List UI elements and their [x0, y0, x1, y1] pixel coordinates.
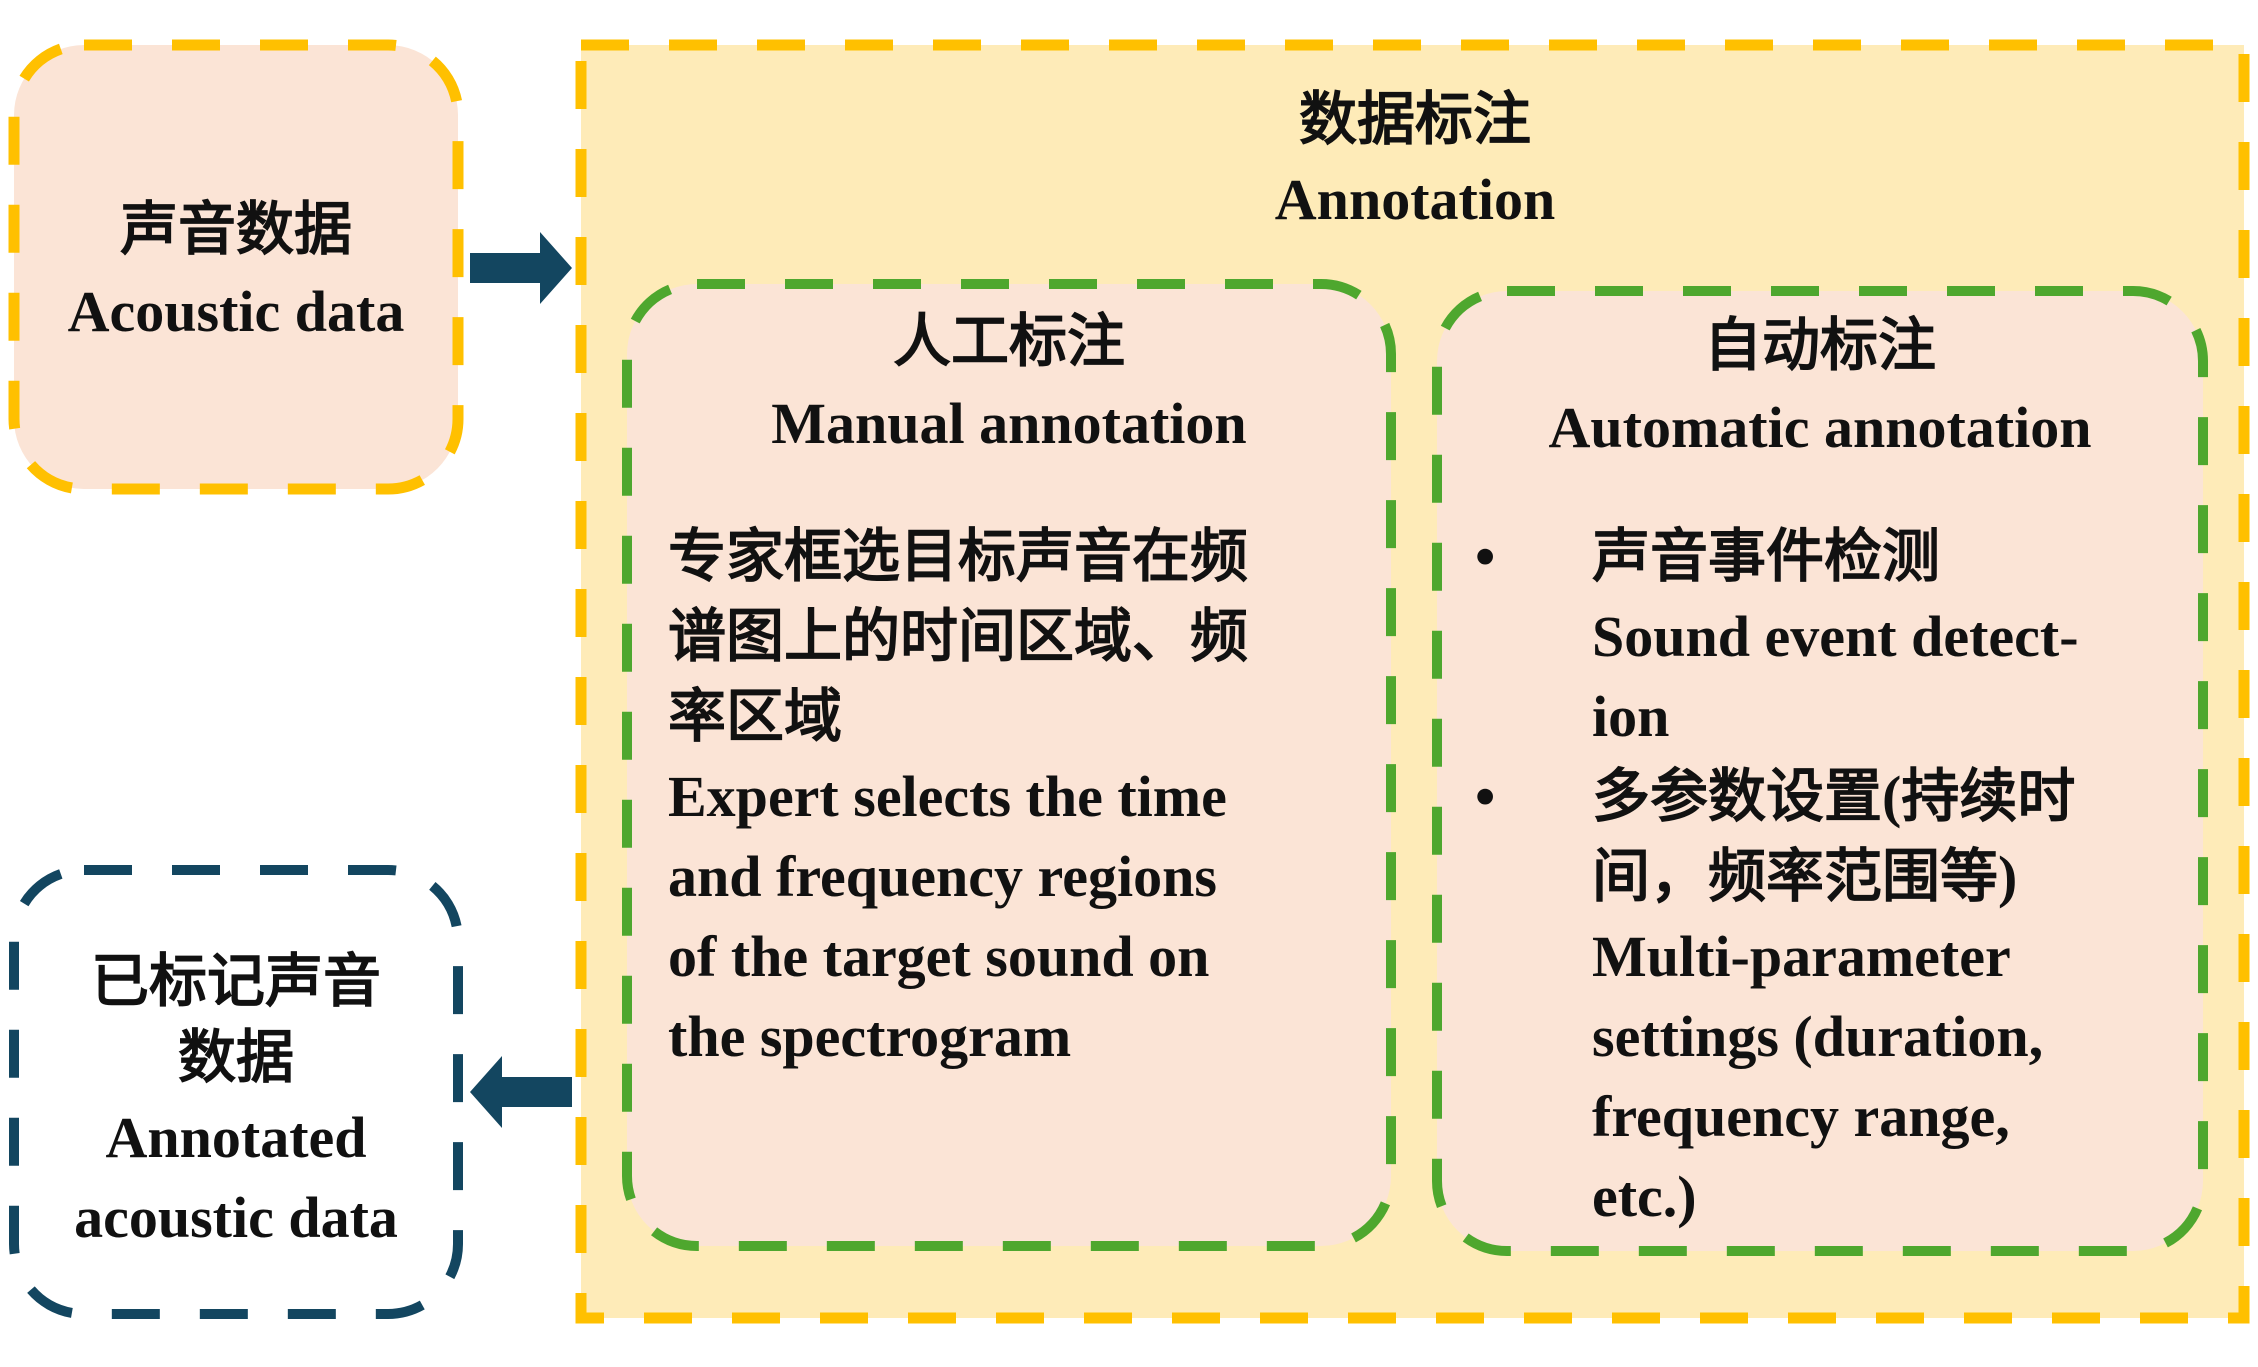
auto-item2-line: Multi-parameter — [1592, 924, 2011, 989]
manual-desc-en-line: the spectrogram — [668, 1004, 1072, 1069]
output-box — [9, 865, 463, 1319]
manual-desc-en-line: Expert selects the time — [668, 764, 1227, 829]
auto-item1-line: Sound event detect- — [1592, 604, 2079, 669]
bullet-icon: • — [1475, 524, 1496, 589]
source-box — [8, 39, 464, 495]
bullet-icon: • — [1475, 764, 1496, 829]
output-title-zh-line: 已标记声音 — [90, 949, 381, 1014]
manual-annotation-box — [622, 279, 1396, 1251]
manual-desc-zh-line: 率区域 — [668, 684, 843, 749]
manual-desc-zh-line: 专家框选目标声音在频 — [668, 524, 1249, 589]
annotation-title-en: Annotation — [1274, 167, 1556, 232]
manual-description: 专家框选目标声音在频 谱图上的时间区域、频 率区域 Expert selects… — [668, 517, 1248, 1077]
auto-item2-line: settings (duration, — [1592, 1004, 2044, 1069]
manual-title-zh: 人工标注 — [892, 309, 1125, 374]
automatic-title-en: Automatic annotation — [1548, 395, 2092, 460]
output-title-en-line: Annotated — [105, 1105, 367, 1170]
manual-desc-en-line: of the target sound on — [668, 924, 1210, 989]
manual-desc-en-line: and frequency regions — [668, 844, 1217, 909]
manual-desc-zh-line: 谱图上的时间区域、频 — [668, 604, 1249, 669]
arrow-right-icon — [470, 232, 572, 304]
auto-item2-line: frequency range, — [1592, 1084, 2010, 1149]
annotation-title-zh: 数据标注 — [1298, 87, 1531, 152]
auto-item2-line: 间，频率范围等) — [1592, 844, 2018, 909]
output-title-en-line: acoustic data — [74, 1185, 398, 1250]
automatic-items: 声音事件检测 Sound event detect- ion 多参数设置(持续时… — [1592, 517, 2079, 1237]
output-title-zh-line: 数据 — [177, 1025, 294, 1090]
manual-title-en: Manual annotation — [771, 391, 1247, 456]
auto-item2-line: 多参数设置(持续时 — [1592, 764, 2076, 829]
source-title-zh: 声音数据 — [119, 197, 352, 262]
arrow-left-icon — [470, 1056, 572, 1128]
automatic-title-zh: 自动标注 — [1703, 313, 1936, 378]
auto-item2-line: etc.) — [1592, 1164, 1697, 1229]
auto-item1-line: ion — [1592, 684, 1670, 749]
source-title-en: Acoustic data — [67, 279, 405, 344]
auto-item1-line: 声音事件检测 — [1592, 524, 1941, 589]
automatic-annotation-box — [1432, 286, 2208, 1256]
